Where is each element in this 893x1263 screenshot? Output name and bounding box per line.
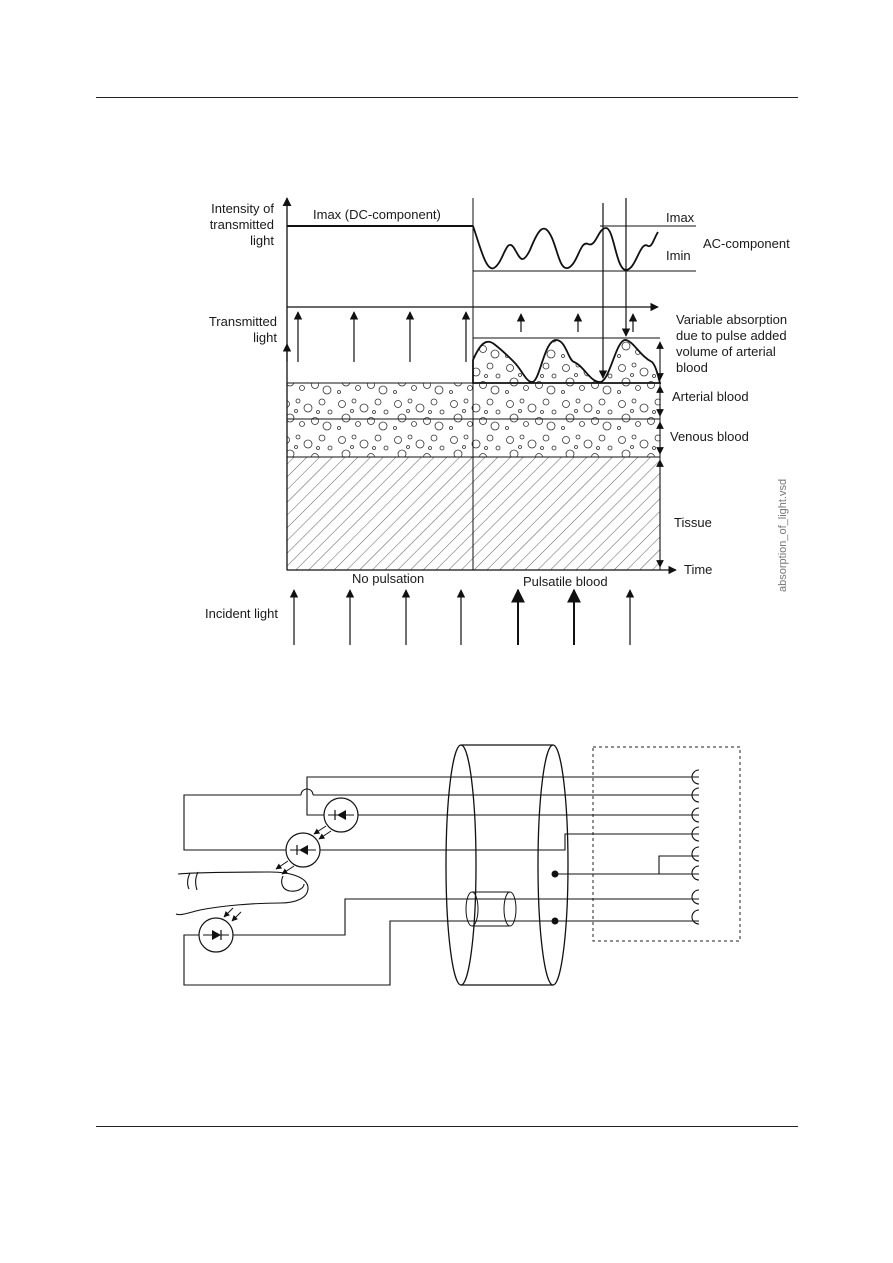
variable-absorption-line3: volume of arterial bbox=[676, 344, 776, 359]
y-axis-label-line2: transmitted bbox=[210, 217, 274, 232]
ac-component-label: AC-component bbox=[703, 236, 790, 251]
y-axis-label-line3: light bbox=[250, 233, 274, 248]
photodiode-icon bbox=[198, 907, 242, 953]
led-2-icon bbox=[275, 832, 321, 875]
junction-node-2 bbox=[551, 917, 559, 925]
light-absorption-diagram: Intensity of transmitted light Imax (DC-… bbox=[205, 197, 790, 645]
filename-label: absorption_of_light.vsd bbox=[777, 479, 789, 592]
connector-box bbox=[592, 746, 741, 942]
imin-label: Imin bbox=[666, 248, 691, 263]
finger-icon bbox=[175, 871, 309, 916]
connector-pins bbox=[691, 769, 700, 925]
junction-node-1 bbox=[551, 870, 559, 878]
variable-absorption-line1: Variable absorption bbox=[676, 312, 787, 327]
pulsatile-volume bbox=[472, 339, 662, 384]
incident-light-label: Incident light bbox=[205, 606, 278, 621]
no-pulsation-label: No pulsation bbox=[352, 571, 424, 586]
variable-absorption-line2: due to pulse added bbox=[676, 328, 787, 343]
variable-absorption-line4: blood bbox=[676, 360, 708, 375]
inner-shield bbox=[465, 891, 517, 927]
incident-light-arrows bbox=[289, 588, 635, 645]
cable-cylinder bbox=[445, 744, 569, 986]
wires bbox=[183, 776, 699, 986]
footer-rule bbox=[96, 1126, 798, 1127]
led-1-icon bbox=[313, 797, 359, 840]
y-axis-label-line1: Intensity of bbox=[211, 201, 274, 216]
imax-dc-label: Imax (DC-component) bbox=[313, 207, 441, 222]
transmitted-light-label-line2: light bbox=[253, 330, 277, 345]
ac-waveform bbox=[472, 225, 659, 271]
transmitted-light-arrows bbox=[282, 311, 638, 362]
tissue-label: Tissue bbox=[674, 515, 712, 530]
venous-blood-label: Venous blood bbox=[670, 429, 749, 444]
pulsatile-blood-label: Pulsatile blood bbox=[523, 574, 608, 589]
header-rule bbox=[96, 97, 798, 98]
transmitted-light-label-line1: Transmitted bbox=[209, 314, 277, 329]
time-label: Time bbox=[684, 562, 712, 577]
arterial-blood-label: Arterial blood bbox=[672, 389, 749, 404]
imax-label: Imax bbox=[666, 210, 695, 225]
